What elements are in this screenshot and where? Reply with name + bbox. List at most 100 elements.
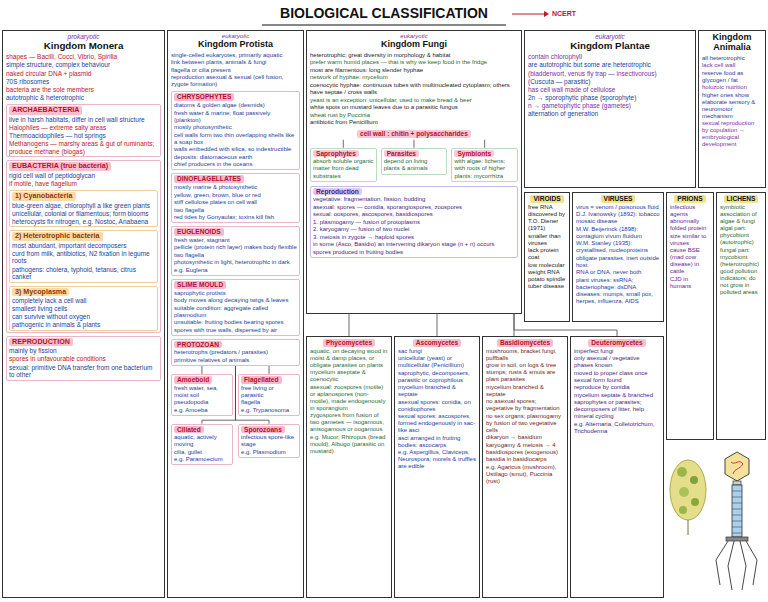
note-text: two flagella xyxy=(174,207,297,214)
note-text: obligate parasites, inert outside host xyxy=(576,255,660,269)
note-text: most abundant, important decomposers xyxy=(12,242,155,250)
kingdom-heading: Kingdom Monera xyxy=(6,41,161,52)
note-text: higher ones show elaborate sensory & neu… xyxy=(702,92,762,120)
note-text: zygospores from fusion of two gametes — … xyxy=(310,412,388,433)
note-text: photosynthetic in light, heterotrophic i… xyxy=(174,259,297,266)
section-heading: CHRYSOPHYTES xyxy=(174,93,234,101)
note-text: unicellular, colonial or filamentous; fo… xyxy=(12,210,155,218)
note-text: yeast is an exception: unicellular, used… xyxy=(310,97,518,104)
note-text: symbiotic association of algae & fungi xyxy=(720,204,762,225)
note-text: abnormally folded protein xyxy=(670,218,710,232)
section-box: Reproductionvegetative: fragmentation, f… xyxy=(310,186,518,258)
note-text: (Cuscuta — parasitic) xyxy=(528,78,692,86)
note-text: flagella xyxy=(241,399,297,406)
note-text: e.g. Agaricus (mushroom), Ustilago (smut… xyxy=(486,464,564,485)
note-text: e.g. Aspergillus, Claviceps, Neurospora;… xyxy=(398,449,476,470)
kingdom-heading: Kingdom Protista xyxy=(171,40,300,50)
kingdom-panel: Kingdom Animaliaall heterotrophiclack ce… xyxy=(698,30,766,188)
note-text: reproduction asexual & sexual (cell fusi… xyxy=(171,74,300,88)
note-text: no sex organs; plasmogamy by fusion of t… xyxy=(486,413,564,434)
section-heading: 3) Mycoplasma xyxy=(12,288,69,296)
note-text: Thermoacidophiles — hot springs xyxy=(9,132,158,140)
note-text: mainly by fission xyxy=(9,347,158,355)
note-text: mycelium branched & septate xyxy=(486,384,564,398)
connector xyxy=(514,314,617,336)
note-text: free living or parasitic xyxy=(241,385,297,399)
note-text: rigid cell wall of peptidoglycan xyxy=(9,172,158,180)
note-text: sexual reproduction by copulation → embr… xyxy=(702,120,762,148)
note-text: D.J. Ivanowsky (1892): tobacco mosaic di… xyxy=(576,211,660,225)
class-box: Phycomycetesaquatic, on decaying wood in… xyxy=(306,336,392,598)
agent-box: PRIONSinfectious agentsabnormally folded… xyxy=(666,192,714,440)
note-text: fresh water, stagnant xyxy=(174,237,297,244)
note-text: has cell wall made of cellulose xyxy=(528,86,692,94)
note-text: saprophytes or parasites; decomposers of… xyxy=(574,399,660,420)
note-text: alternation of generation xyxy=(528,110,692,118)
note-text: are autotrophic but some are heterotroph… xyxy=(528,61,692,69)
note-text: network of hyphae: mycelium xyxy=(310,74,518,81)
source-note: NCERT xyxy=(552,10,576,17)
note-text: e.g. Paramoecium xyxy=(174,456,230,463)
note-text: flagella or cilia present xyxy=(171,67,300,74)
note-text: asexual: zoospores (motile) or aplanospo… xyxy=(310,384,388,412)
note-text: fungal part: mycobiont (heterotrophic) xyxy=(720,247,762,268)
section-heading: Phycomycetes xyxy=(323,339,375,347)
note-text: primitive relatives of animals xyxy=(174,357,297,364)
note-text: sexual: oospores, ascospores, basidiospo… xyxy=(313,211,515,218)
group-box: Flagellatedfree living or parasiticflage… xyxy=(238,374,300,416)
section-heading: Basidiomycetes xyxy=(497,339,553,347)
kingdom-panel: eukaryoticKingdom Fungiheterotrophic; gr… xyxy=(306,30,522,314)
note-text: imperfect fungi xyxy=(574,348,660,355)
note-text: grow in soil, on logs & tree stumps; rus… xyxy=(486,362,564,383)
note-text: walls embedded with silica, so indestruc… xyxy=(174,146,297,153)
note-text: sac fungi xyxy=(398,348,476,355)
note-text: aquatic, on decaying wood in moist & dam… xyxy=(310,348,388,369)
note-text: if motile, have flagellum xyxy=(9,180,158,188)
note-text: Halophiles — extreme salty areas xyxy=(9,124,158,132)
section-heading: Flagellated xyxy=(241,376,281,384)
lichen-drawing xyxy=(670,460,706,535)
section-heading: Deuteromycetes xyxy=(588,339,645,347)
kingdom-type: prokaryotic xyxy=(6,33,161,41)
note-text: saprophytic, decomposers, parasitic or c… xyxy=(398,370,476,384)
connector xyxy=(269,366,270,374)
highlight-box: cell wall : chitin + polysaccharides xyxy=(310,129,518,140)
note-text: completely lack a cell wall xyxy=(12,297,155,305)
note-text: discovered by T.O. Diener (1971) xyxy=(528,211,566,232)
note-text: 1. plasmogamy — fusion of protoplasms xyxy=(313,219,515,226)
section-box: CHRYSOPHYTESdiatoms & golden algae (desm… xyxy=(171,91,300,170)
section-heading: VIRUSES xyxy=(601,195,636,203)
note-text: blue-green algae, chlorophyll a like gre… xyxy=(12,202,155,210)
note-text: 70S ribosomes xyxy=(6,78,161,86)
note-text: saprophytic protists xyxy=(174,290,297,297)
note-text: naked circular DNA + plasmid xyxy=(6,70,161,78)
note-text: body moves along decaying twigs & leaves xyxy=(174,297,297,304)
note-text: lack cell wall xyxy=(702,62,762,69)
note-text: red tides by Gonyaulax; toxins kill fish xyxy=(174,214,297,221)
note-text: simple structure, complex behaviour xyxy=(6,61,161,69)
section-heading: LICHENS xyxy=(724,195,759,203)
section-heading: Ascomycetes xyxy=(413,339,462,347)
section-heading: Saprophytes xyxy=(313,150,359,158)
note-text: mostly marine & photosynthetic xyxy=(174,184,297,191)
section-heading: 2) Heterotrophic bacteria xyxy=(12,232,103,240)
note-text: curd from milk, antibiotics, N2 fixation… xyxy=(12,250,155,265)
note-text: no asexual spores; vegetative by fragmen… xyxy=(486,398,564,412)
note-text: sexual: primitive DNA transfer from one … xyxy=(9,364,158,379)
note-text: n → gametophytic phase (gametes) xyxy=(528,102,692,110)
kingdom-panel: eukaryoticKingdom Protistasingle-celled … xyxy=(167,30,304,598)
group-box: Ciliatedaquatic, actively movingcilia, g… xyxy=(171,424,233,466)
note-text: M.W. Beijerinck (1898): contagium vivum … xyxy=(576,226,660,240)
connector xyxy=(349,314,350,336)
note-text: mushrooms, bracket fungi, puffballs xyxy=(486,348,564,362)
note-text: spores produced in fruiting bodies xyxy=(313,249,515,256)
type-box: Saprophytesabsorb soluble organic matter… xyxy=(310,148,377,182)
note-text: unicellular (yeast) or multicellular (Pe… xyxy=(398,355,476,369)
kingdom-panel: eukaryoticKingdom Plantaecontain chlorop… xyxy=(524,30,696,188)
section-heading: EUBACTERIA (true bacteria) xyxy=(9,162,111,170)
note-text: wheat rust by Puccinia xyxy=(310,112,518,119)
note-text: cell walls form two thin overlapping she… xyxy=(174,132,297,146)
note-text: only asexual / vegetative phases known xyxy=(574,355,660,369)
